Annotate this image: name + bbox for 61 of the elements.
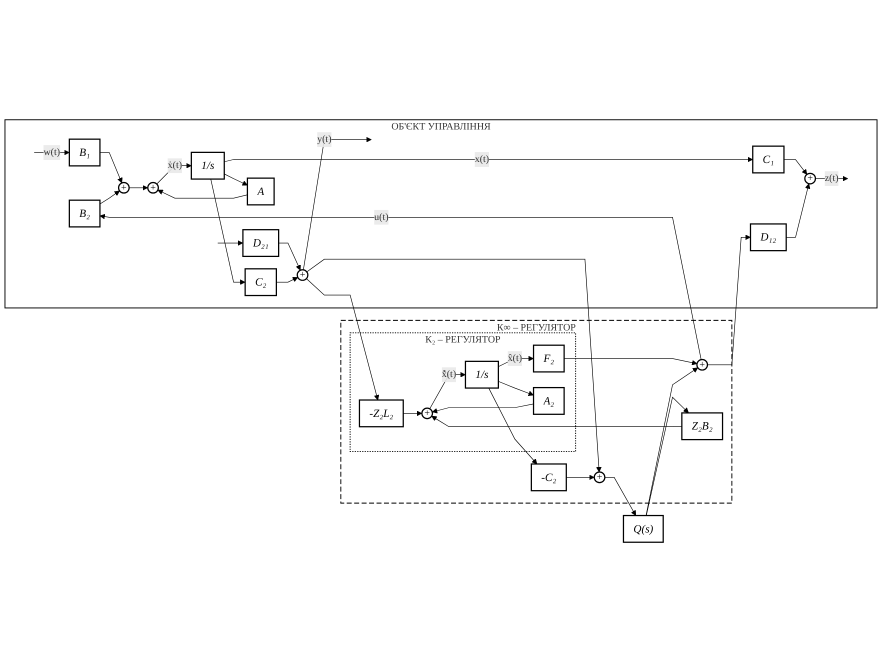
cluster: [340, 320, 732, 504]
node-box: [358, 399, 404, 428]
arrow: [306, 278, 380, 400]
arrow: [646, 396, 689, 516]
arrow: [306, 258, 602, 472]
arrow: [786, 184, 810, 238]
node-box: [622, 514, 664, 543]
cluster: [350, 332, 576, 452]
arrow: [276, 277, 298, 282]
arrow: [224, 156, 753, 162]
arrow: [488, 388, 538, 464]
arrow: [100, 190, 120, 204]
node-box: [244, 268, 277, 296]
node-box: [532, 386, 565, 415]
arrow: [498, 381, 534, 396]
node-box: [246, 178, 275, 206]
arrow: [564, 358, 698, 366]
edge-label: x(t): [474, 154, 490, 164]
node-circle: [296, 269, 308, 281]
node-box: [68, 138, 101, 166]
edge-label: x̂̇(t): [442, 369, 456, 380]
arrow: [128, 185, 148, 190]
edge-label: ẋ(t): [168, 160, 182, 171]
arrow: [431, 416, 682, 428]
arrow: [158, 190, 248, 198]
arrow: [303, 136, 372, 270]
node-circle: [696, 358, 708, 371]
edge-label: w(t): [43, 146, 60, 158]
arrow: [432, 404, 534, 414]
node-circle: [421, 407, 434, 420]
edge-label: z(t): [824, 173, 839, 184]
node-circle: [804, 172, 816, 185]
node-box: [242, 229, 280, 258]
node-box: [464, 360, 499, 389]
arrow: [100, 214, 702, 360]
node-box: [530, 463, 567, 492]
arrow: [429, 372, 466, 410]
arrow: [784, 159, 808, 175]
node-box: [681, 412, 724, 440]
node-circle: [594, 471, 606, 484]
node-box: [752, 146, 785, 174]
arrow: [707, 234, 751, 366]
edge-label: x̂(t): [508, 352, 522, 364]
node-circle: [118, 182, 130, 194]
node-box: [532, 344, 565, 373]
arrow: [604, 477, 636, 516]
node-box: [190, 152, 225, 180]
edge-label: y(t): [317, 134, 332, 145]
arrow: [278, 242, 301, 270]
arrow: [566, 474, 594, 480]
edge-label: u(t): [374, 212, 389, 222]
node-box: [750, 223, 787, 252]
cluster: [4, 119, 878, 308]
arrow: [217, 240, 244, 246]
node-circle: [147, 182, 159, 194]
arrow: [224, 174, 248, 186]
arrow: [210, 178, 246, 285]
arrow: [402, 410, 422, 416]
arrow: [100, 152, 122, 184]
node-box: [68, 200, 101, 228]
arrow: [646, 367, 698, 516]
